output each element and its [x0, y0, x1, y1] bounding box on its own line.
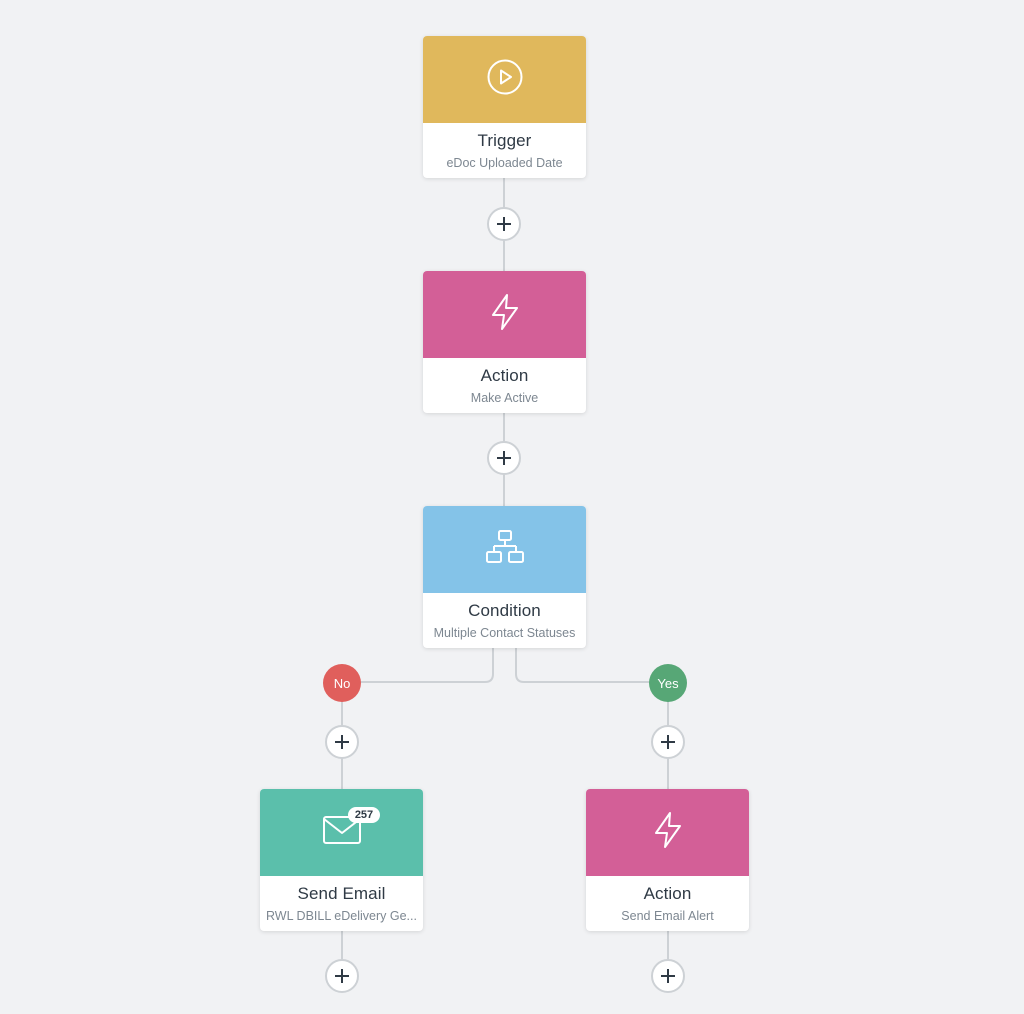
lightning-icon — [652, 811, 684, 854]
envelope-icon — [322, 815, 362, 850]
send-email-node-subtitle: RWL DBILL eDelivery Ge... — [266, 909, 417, 923]
send-email-node-header: 257 — [260, 789, 423, 876]
plus-icon — [335, 969, 349, 983]
add-step-button[interactable] — [487, 207, 521, 241]
plus-icon — [497, 217, 511, 231]
plus-icon — [335, 735, 349, 749]
plus-icon — [497, 451, 511, 465]
plus-icon — [661, 735, 675, 749]
flowchart-icon — [484, 528, 526, 571]
action-node-header — [423, 271, 586, 358]
trigger-node-title: Trigger — [477, 131, 532, 150]
action-node-send-email-alert[interactable]: Action Send Email Alert — [586, 789, 749, 931]
action-node-title: Action — [480, 366, 529, 385]
no-branch-badge[interactable]: No — [323, 664, 361, 702]
action-node-subtitle: Make Active — [470, 391, 539, 405]
yes-branch-badge[interactable]: Yes — [649, 664, 687, 702]
plus-icon — [661, 969, 675, 983]
add-step-button[interactable] — [487, 441, 521, 475]
action-node-make-active[interactable]: Action Make Active — [423, 271, 586, 413]
action-node-title: Action — [643, 884, 692, 903]
condition-node-subtitle: Multiple Contact Statuses — [433, 626, 576, 640]
condition-node-header — [423, 506, 586, 593]
condition-node[interactable]: Condition Multiple Contact Statuses — [423, 506, 586, 648]
add-step-button[interactable] — [651, 959, 685, 993]
add-step-button-yes-branch[interactable] — [651, 725, 685, 759]
email-count-badge: 257 — [348, 807, 380, 823]
send-email-node-title: Send Email — [297, 884, 386, 903]
condition-node-title: Condition — [468, 601, 541, 620]
add-step-button-no-branch[interactable] — [325, 725, 359, 759]
play-circle-icon — [486, 58, 524, 101]
trigger-node[interactable]: Trigger eDoc Uploaded Date — [423, 36, 586, 178]
action-node-subtitle: Send Email Alert — [621, 909, 714, 923]
action-node-header — [586, 789, 749, 876]
add-step-button[interactable] — [325, 959, 359, 993]
trigger-node-header — [423, 36, 586, 123]
trigger-node-subtitle: eDoc Uploaded Date — [446, 156, 563, 170]
lightning-icon — [489, 293, 521, 336]
send-email-node[interactable]: 257 Send Email RWL DBILL eDelivery Ge... — [260, 789, 423, 931]
